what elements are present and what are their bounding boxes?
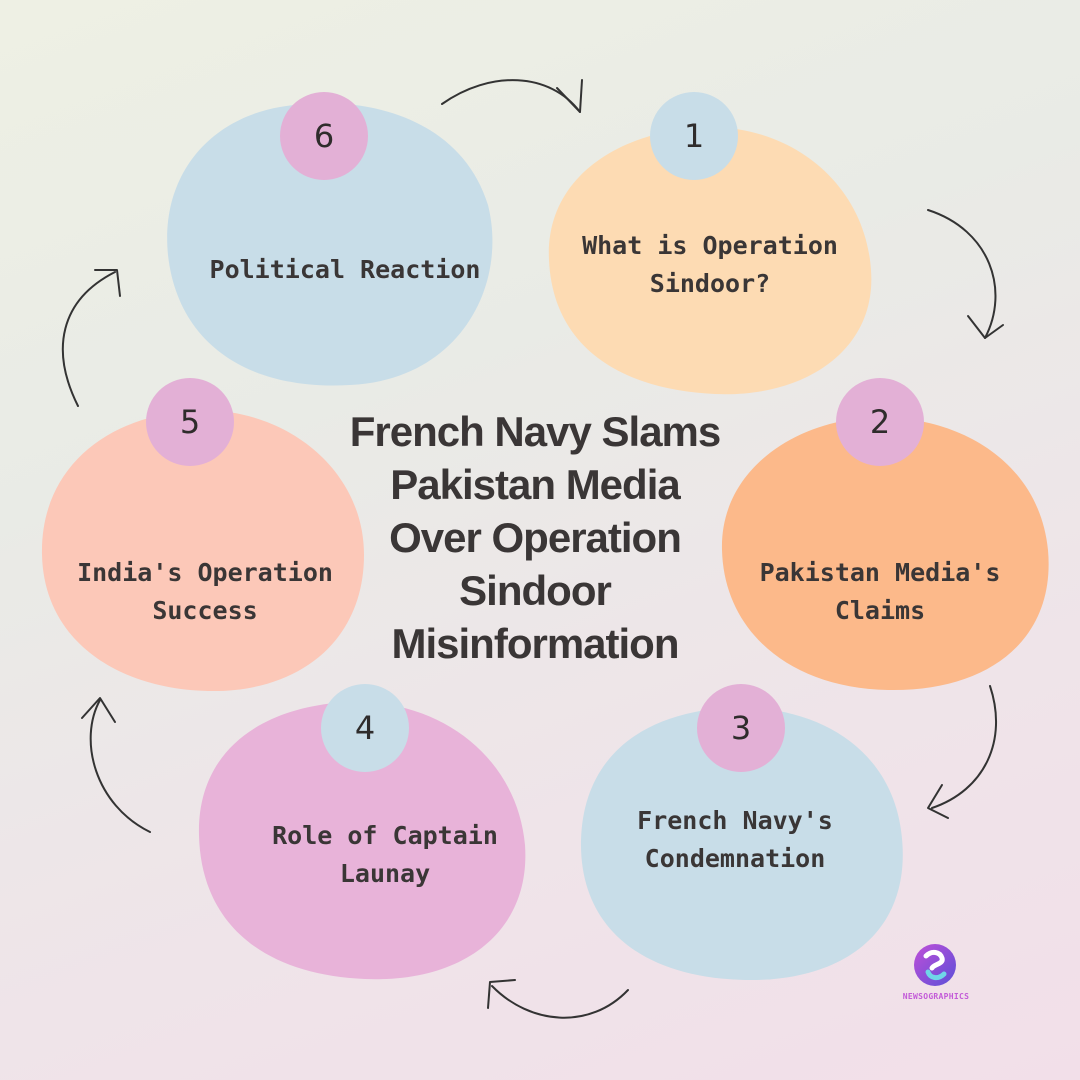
step-2-number-badge: 2	[836, 378, 924, 466]
newsographics-logo-icon	[914, 944, 956, 986]
step-6-label: Political Reaction	[209, 255, 481, 284]
step-5-blob	[41, 410, 365, 692]
step-4-number-badge: 4	[321, 684, 409, 772]
arrow-6-to-1-icon	[441, 79, 583, 113]
step-6-number-badge: 6	[280, 92, 368, 180]
step-4-label: Role of Captain Launay	[272, 821, 498, 888]
step-1-label: What is Operation Sindoor?	[582, 231, 838, 298]
step-2-label: Pakistan Media's Claims	[759, 558, 1001, 625]
arrow-3-to-4-icon	[487, 979, 629, 1019]
arrow-1-to-2-icon	[927, 209, 1004, 339]
step-1-number-badge: 1	[650, 92, 738, 180]
step-4-blob	[198, 701, 526, 980]
step-1-blob	[548, 127, 872, 395]
step-2-blob	[721, 417, 1049, 691]
step-3-blob	[580, 707, 903, 981]
arrow-2-to-3-icon	[927, 685, 998, 819]
step-3-label: French Navy's Condemnation	[637, 806, 833, 873]
step-5-label: India's Operation Success	[77, 558, 333, 625]
logo-wordmark: NEWSOGRAPHICS	[902, 992, 970, 1001]
arrow-4-to-5-icon	[81, 697, 151, 833]
step-5-number-badge: 5	[146, 378, 234, 466]
step-6-blob	[167, 103, 493, 386]
step-3-number-badge: 3	[697, 684, 785, 772]
arrow-5-to-6-icon	[61, 269, 121, 407]
diagram-title: French Navy Slams Pakistan Media Over Op…	[349, 408, 722, 667]
